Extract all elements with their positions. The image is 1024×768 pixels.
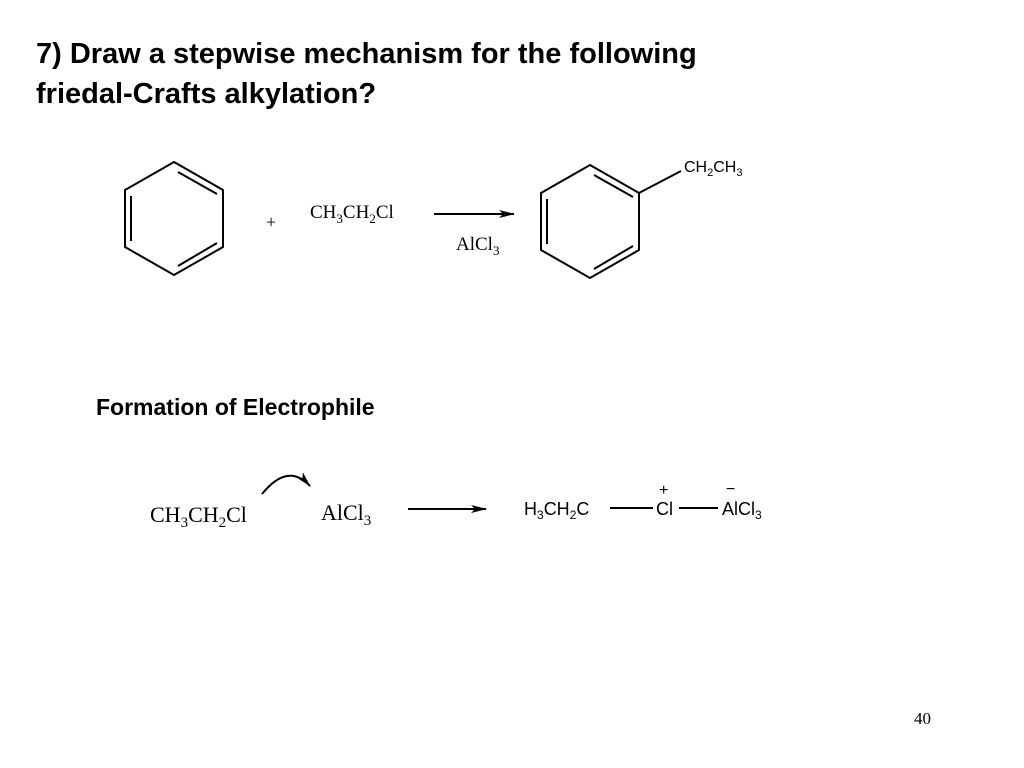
section-heading: Formation of Electrophile [96,394,375,420]
ethyl-bond [638,170,682,194]
product-substituent: CH2CH3 [684,159,742,179]
plus-sign: + [266,212,276,232]
catalyst-formula: AlCl3 [456,234,499,258]
complex-chlorine: Cl [656,499,673,519]
reagent-formula: CH3CH2Cl [310,202,394,226]
page-number: 40 [914,709,931,728]
lewis-acid-formula: AlCl3 [321,500,371,529]
positive-charge: + [659,482,668,499]
complex-aluminum-chloride: AlCl3 [722,499,762,522]
electrophile-reactant: CH3CH2Cl [150,502,247,531]
question-title-line-2: friedal-Crafts alkylation? [36,78,377,110]
negative-charge: − [726,481,735,498]
benzene-ring-product [540,163,682,280]
complex-alkyl-group: H3CH2C [524,499,589,522]
curved-electron-arrow [261,472,311,495]
benzene-ring-reactant [124,160,224,277]
question-title-line-1: 7) Draw a stepwise mechanism for the fol… [36,38,697,70]
